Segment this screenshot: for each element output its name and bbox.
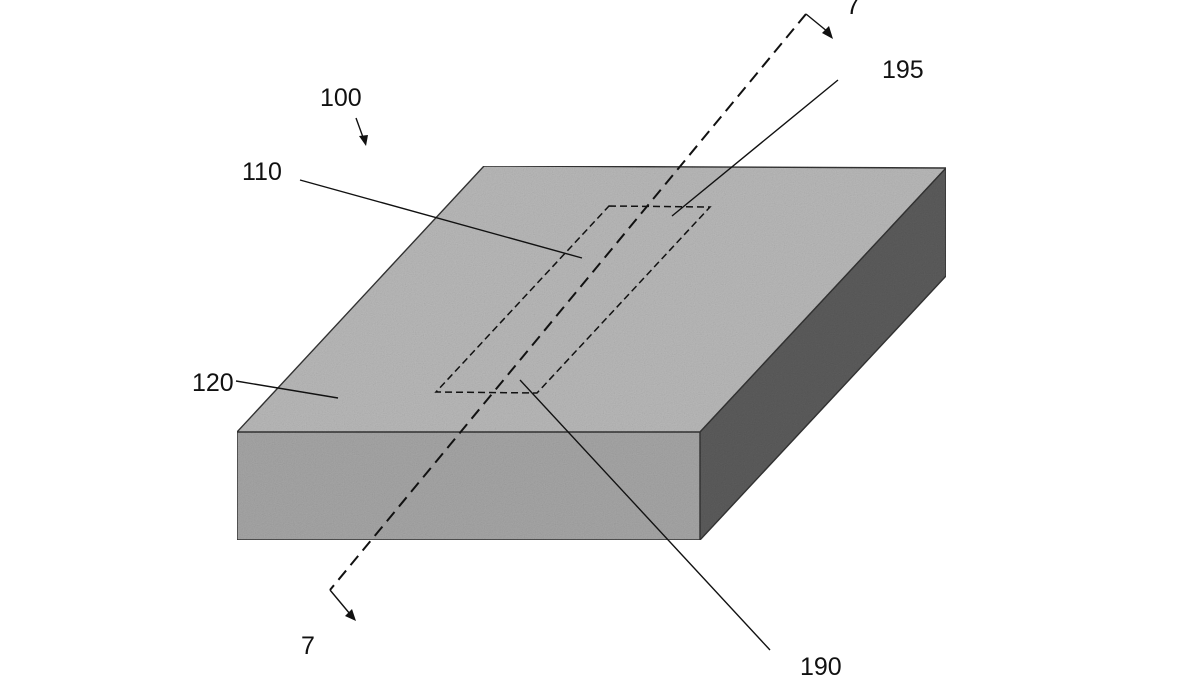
leader-190 bbox=[519, 379, 771, 651]
leader-110 bbox=[299, 179, 583, 259]
section-top-arrow-icon bbox=[822, 26, 833, 39]
block-front-face bbox=[236, 431, 701, 541]
section-bottom-tick bbox=[329, 589, 351, 615]
label-120: 120 bbox=[192, 369, 234, 397]
label-section-top: 7 bbox=[846, 0, 860, 20]
dashed-region-outline bbox=[434, 205, 712, 394]
label-190: 190 bbox=[800, 653, 842, 675]
section-top-tick bbox=[805, 13, 829, 33]
leader-195 bbox=[671, 79, 839, 217]
leader-120 bbox=[235, 380, 339, 399]
section-line bbox=[329, 13, 807, 591]
label-110: 110 bbox=[242, 158, 282, 186]
label-195: 195 bbox=[882, 56, 924, 84]
leader-100-arrow-icon bbox=[359, 135, 368, 146]
label-100: 100 bbox=[320, 84, 362, 112]
label-section-bottom: 7 bbox=[301, 632, 315, 660]
block-side-face bbox=[699, 166, 947, 542]
section-bottom-arrow-icon bbox=[345, 609, 356, 621]
